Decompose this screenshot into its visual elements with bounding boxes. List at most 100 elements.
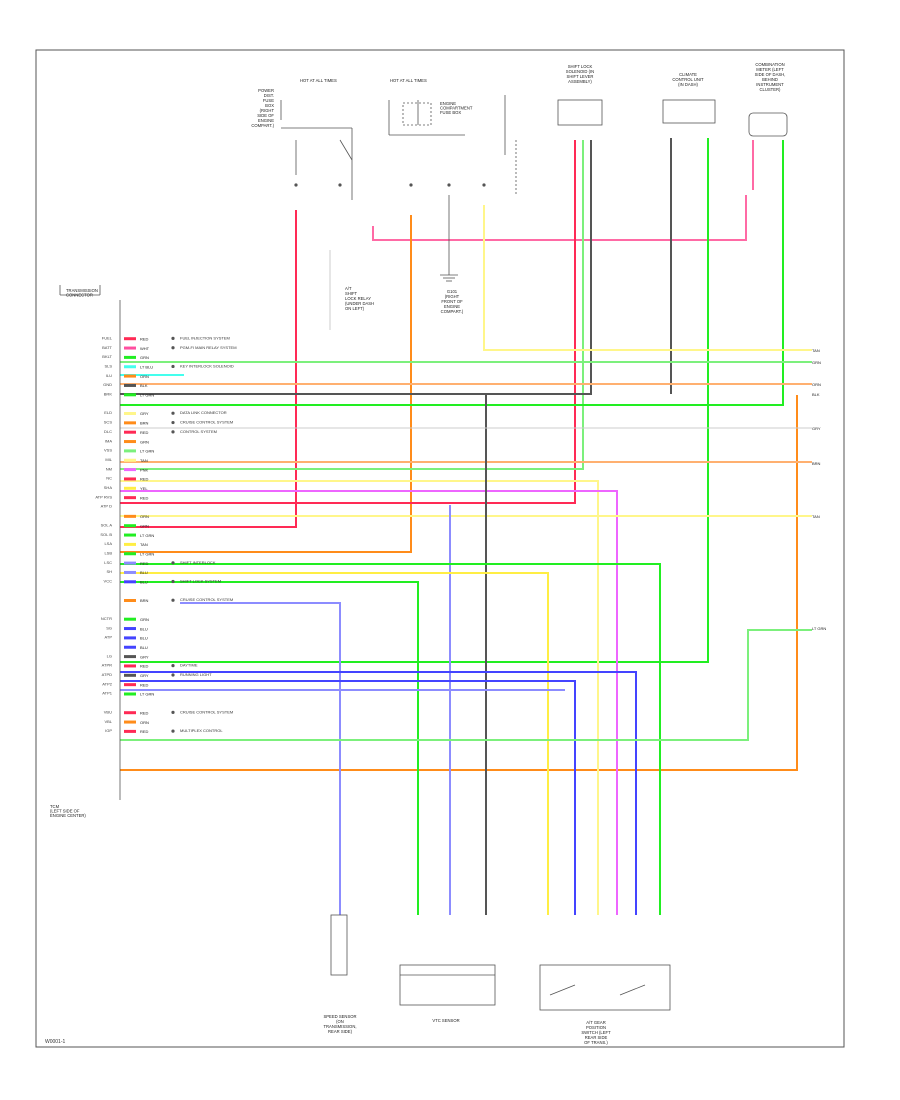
pin-stub	[124, 412, 136, 415]
wire-color-label: RED	[140, 430, 149, 435]
pin-stub	[124, 552, 136, 556]
pin-name: ELD	[104, 410, 112, 415]
ground-caption-line: ENGINE	[444, 304, 460, 309]
meter-caption-line: METER (LEFT	[756, 67, 784, 72]
pin-name: ATPD	[102, 672, 112, 677]
meter-caption-line: CLUSTER)	[760, 87, 782, 92]
pin-name: SCS	[104, 420, 113, 425]
fuse-box-caption-line: (RIGHT	[260, 108, 275, 113]
shift-lock-caption-line: SHIFT LEVER	[567, 74, 594, 79]
pin-stub	[124, 524, 136, 528]
pin-destination: CONTROL SYSTEM	[180, 429, 217, 434]
pin-stub	[124, 570, 136, 574]
climate-box	[662, 99, 716, 124]
wire-color-label: BLK	[140, 383, 148, 388]
wire-color-label: LT GRN	[140, 449, 154, 454]
pin-name: SLS	[104, 363, 112, 368]
pin-name: MIL	[105, 457, 112, 462]
relay-caption-line: LOCK RELAY	[345, 296, 371, 301]
wire-color-label: RED	[140, 495, 149, 500]
pin-name: LSB	[104, 550, 112, 555]
relay-caption-line: ON LEFT)	[345, 306, 365, 311]
wire-color-label: BLU	[140, 580, 148, 585]
pin-stub	[124, 458, 136, 462]
fuse-box-caption-line: FUSE	[263, 98, 274, 103]
wire-color-label: GRN	[140, 617, 149, 622]
fuse-box-caption-line: ENGINE	[258, 118, 274, 123]
hot-at-all-times-2: HOT AT ALL TIMES	[390, 78, 427, 83]
wire-color-label: GRY	[140, 673, 149, 678]
fuse-box-right-caption-line: ENGINE	[440, 101, 456, 106]
wire-black-1	[120, 140, 592, 395]
top-boxes	[557, 99, 788, 137]
pin-stub	[124, 711, 136, 715]
pin-stub	[124, 355, 136, 359]
pin-destination: SHIFT LOCK SYSTEM	[180, 579, 221, 584]
pin-name: ATP2	[102, 681, 112, 686]
pin-name: NCTR	[101, 616, 112, 621]
pin-name: BATT	[102, 345, 112, 350]
meter-box	[748, 112, 788, 137]
wire-color-label: PNK	[140, 467, 149, 472]
wire-pink-top	[372, 195, 747, 241]
wire-ltgrn-low	[120, 629, 812, 741]
wire-color-label: TAN	[140, 458, 148, 463]
wire-color-label: LT GRN	[140, 692, 154, 697]
relay-caption-line: (UNDER DASH	[345, 301, 374, 306]
meter-caption-line: COMBINATION	[755, 62, 784, 67]
pin-stub	[124, 449, 136, 453]
pin-stub	[124, 580, 136, 584]
wire-color-label: ORN	[140, 374, 149, 379]
pin-stub	[124, 542, 136, 546]
pin-stub	[124, 496, 136, 500]
right-wire-label: BRN	[812, 461, 821, 466]
wire-color-label: RED	[140, 561, 149, 566]
ground-caption-line: (RIGHT	[445, 294, 460, 299]
wire-color-label: BRN	[140, 421, 149, 426]
connector-dot	[171, 430, 175, 434]
pin-destination: PGM-FI MAIN RELAY SYSTEM	[180, 345, 237, 350]
tcm-connector-caption-line: CONNECTOR	[66, 293, 93, 298]
meter-caption-line: SIDE OF DASH,	[755, 72, 786, 77]
right-wire-label: TAN	[812, 348, 820, 353]
hot-at-all-times-1: HOT AT ALL TIMES	[300, 78, 337, 83]
tcm-caption-line: (LEFT SIDE OF	[50, 809, 80, 814]
connector-dot	[171, 673, 175, 677]
wire-color-label: GRN	[140, 439, 149, 444]
wire-lightblue-2	[180, 602, 341, 915]
ground-caption-line: G101	[447, 289, 458, 294]
pin-name: ILU	[106, 373, 112, 378]
pin-stub	[124, 421, 136, 425]
pin-name: ATP RVS	[95, 494, 112, 499]
pin-stub	[124, 477, 136, 481]
ground-caption-line: FRONT OF	[441, 299, 463, 304]
connector-dot	[171, 664, 175, 668]
pin-name: BKLT	[102, 354, 112, 359]
right-wire-label: GRY	[812, 426, 821, 431]
pin-name: IMA	[105, 438, 112, 443]
wire-green-2	[120, 140, 784, 406]
wire-color-label: YEL	[140, 486, 148, 491]
wire-green-1	[120, 138, 709, 663]
pin-destination: RUNNING LIGHT	[180, 672, 212, 677]
pin-stub	[124, 729, 136, 733]
pin-stub	[124, 664, 136, 668]
gear-switch-caption-line: POSITION	[586, 1025, 606, 1030]
pin-stub	[124, 393, 136, 397]
fuse-box-caption-line: BOX	[265, 103, 274, 108]
pin-name: IGP	[105, 728, 112, 733]
pin-name: VBL	[104, 719, 112, 724]
wire-color-label: RED	[140, 729, 149, 734]
wire-green-4	[120, 581, 419, 915]
pin-name: SH	[106, 569, 112, 574]
connector-dot	[171, 336, 175, 340]
wire-red-2	[120, 140, 576, 504]
pin-destination: SHIFT INTERLOCK	[180, 560, 216, 565]
pin-stub	[124, 440, 136, 444]
pin-stub	[124, 374, 136, 378]
wire-color-label: BLU	[140, 626, 148, 631]
pin-name: SHA	[104, 485, 113, 490]
shift-lock-box	[557, 99, 603, 126]
connector-dot	[171, 579, 175, 584]
